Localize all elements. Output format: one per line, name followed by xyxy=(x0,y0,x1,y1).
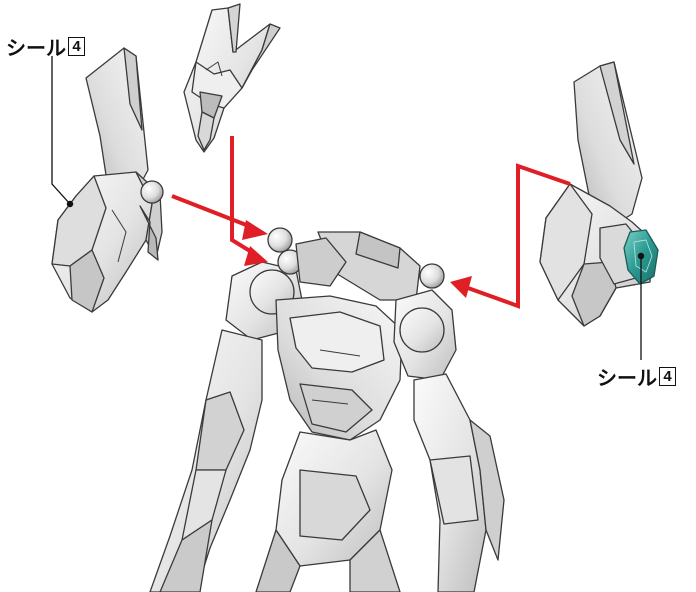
seal-label: シール xyxy=(6,32,66,61)
left-shoulder-part xyxy=(52,48,163,312)
leader-line-left xyxy=(52,56,70,204)
left-shoulder-arrow xyxy=(172,196,254,228)
seal-number-box: 4 xyxy=(659,367,676,386)
seal-label: シール xyxy=(597,362,657,391)
head-part xyxy=(184,4,280,152)
left-shoulder-arrow-tip xyxy=(242,220,268,240)
seal-callout-right: シール 4 xyxy=(597,362,676,391)
seal-number-box: 4 xyxy=(68,37,85,56)
seal-callout-left: シール 4 xyxy=(6,32,85,61)
right-shoulder-part xyxy=(540,62,658,326)
right-shoulder-arrow-tip xyxy=(450,276,472,298)
